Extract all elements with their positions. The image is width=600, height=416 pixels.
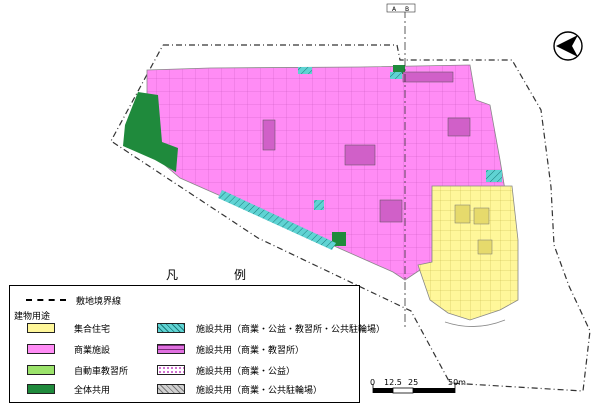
swatch-driving-school (27, 365, 55, 375)
legend-commercial: 商業施設 (74, 346, 111, 356)
common-area-north (393, 65, 405, 74)
facility-shared-north-1 (298, 67, 312, 74)
usage-header: 建物用途 (14, 312, 51, 322)
residential-outline (444, 319, 506, 327)
legend-facility-shared-commercial-public: 施設共用（商業・公益） (196, 367, 296, 377)
boundary-label: 敷地境界線 (76, 297, 122, 307)
swatch-common (27, 384, 55, 394)
legend-facility-shared-commercial-school: 施設共用（商業・教習所） (196, 346, 305, 356)
swatch-facility-shared-commercial-public (157, 365, 185, 375)
site-boundary-line (110, 44, 591, 392)
scale-bar (372, 384, 456, 394)
legend-facility-shared-commercial-bicycle: 施設共用（商業・公共駐輪場） (196, 386, 323, 396)
swatch-facility-shared-commercial-bicycle (157, 384, 185, 394)
facility-shared-east (486, 170, 502, 182)
scale-tick-0: 0 (370, 378, 376, 387)
swatch-residential (27, 323, 55, 333)
scale-tick-12: 12.5 (384, 378, 402, 387)
swatch-commercial (27, 344, 55, 354)
boundary-line-swatch (26, 299, 66, 301)
common-area-small (332, 232, 346, 246)
facility-shared-north-2 (390, 72, 402, 79)
scale-tick-50: 50m (448, 378, 466, 387)
legend-facility-shared-all: 施設共用（商業・公益・教習所・公共駐輪場） (196, 325, 386, 335)
legend-residential: 集合住宅 (74, 325, 111, 335)
swatch-facility-shared-commercial-school (157, 344, 185, 354)
legend-box: 敷地境界線 建物用途 集合住宅 商業施設 自動車教習所 全体共用 施設共用（商業… (9, 285, 385, 403)
legend-driving-school: 自動車教習所 (74, 367, 129, 377)
scale-tick-25: 25 (408, 378, 419, 387)
section-marker-a: A (392, 6, 397, 13)
commercial-grid (147, 65, 505, 280)
facility-shared-mid (314, 200, 324, 210)
common-area-west (123, 92, 178, 172)
legend-common: 全体共用 (74, 386, 111, 396)
swatch-facility-shared-all (157, 323, 185, 333)
north-arrow-icon (553, 31, 583, 61)
facility-shared-diagonal (218, 190, 336, 250)
section-marker-b: B (405, 6, 409, 13)
legend-title: 凡 例 (166, 268, 269, 282)
